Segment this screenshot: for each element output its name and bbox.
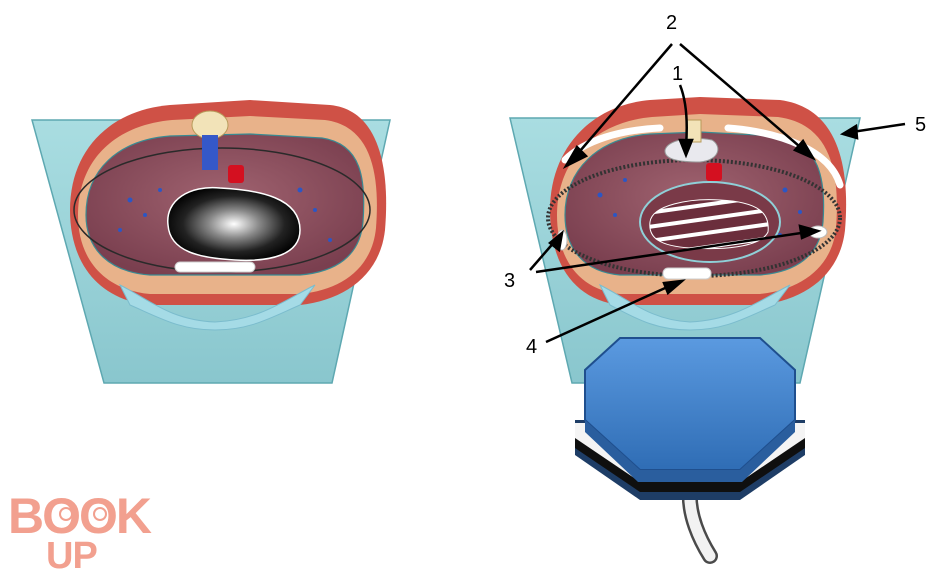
callout-arrows [529,43,906,344]
right-spine [686,119,702,143]
right-mesh-ring [546,158,842,278]
callout-label-5: 5 [915,114,926,136]
right-aorta [706,163,722,181]
left-ct-slice [167,186,301,262]
callout-label-2: 2 [666,12,677,34]
left-costal-cartilage [118,283,316,331]
right-costal-cartilage [598,283,791,331]
logo-line1: BOOK [8,488,152,544]
left-spine [191,110,229,170]
left-panel [31,100,391,384]
logo-eye-right-icon [93,507,107,521]
logo-eye-left-icon [59,507,73,521]
right-panel [509,97,861,564]
bookup-logo: BOOK UP [8,488,154,575]
device-pad [575,337,805,564]
left-aorta [228,165,244,183]
left-sternum [174,261,256,273]
callout-label-3: 3 [504,270,515,292]
callout-label-1: 1 [672,63,683,85]
right-sternum-marker [662,267,712,280]
right-striped-slab [649,199,769,250]
callout-label-4: 4 [526,336,537,358]
logo-line2: UP [46,535,97,575]
